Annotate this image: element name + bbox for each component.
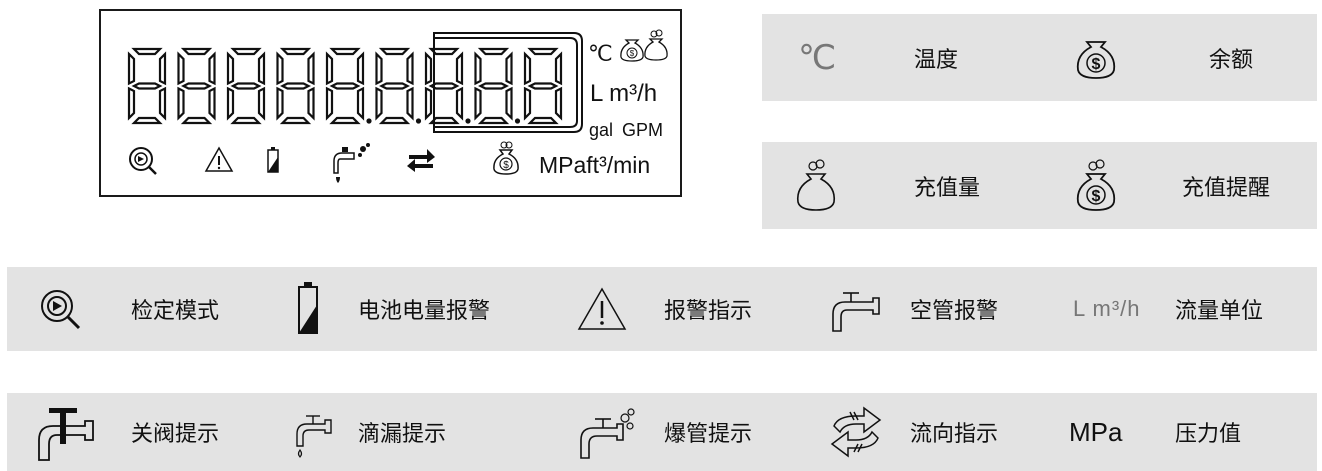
magnifier-icon [129,147,157,175]
svg-text:$: $ [630,49,635,58]
lcd-decimal-point [415,118,422,124]
money-bag-icon: $ [620,39,644,62]
money-bag-icon: $ [1074,14,1118,101]
lcd-unit-celsius: ℃ [588,41,613,66]
lcd-digit [375,47,414,125]
legend-label-flow-direction: 流向指示 [910,422,999,447]
legend-label-low-battery-alarm: 电池电量报警 [358,299,491,324]
lcd-digit [325,47,365,125]
lcd-digit [276,47,315,125]
pressure-unit-icon: MPa [1069,416,1123,447]
legend-panel-row-2: 关阀提示 滴漏提示 爆管提示 流向指示 MPa [7,393,1317,471]
faucet-icon [333,143,370,183]
legend-label-balance: 余额 [1209,47,1254,73]
legend-panel-row-1: 检定模式 电池电量报警 报警指示 空管报警 L m³/h 流量单位 [7,267,1317,351]
flow-direction-icon [827,393,885,471]
magnifier-icon [37,267,83,351]
lcd-digit [127,47,167,125]
battery-icon [296,267,320,351]
burst-faucet-icon [577,393,637,471]
lcd-decimal-point [366,118,372,124]
legend-label-empty-pipe-alarm: 空管报警 [910,299,999,324]
lcd-decimal-point [465,118,471,124]
lcd-digit [177,47,216,125]
lcd-segments: $ MPaft³/min ℃ $ L m³/h gal GPM [127,29,668,183]
legend-panel-top-2: 充值量 $ 充值提醒 [762,142,1317,229]
lcd-unit-gal: gal [589,120,613,140]
money-bag-coins-icon: $ [1074,142,1118,229]
legend-label-verification-mode: 检定模式 [131,299,220,324]
empty-bag-icon [794,142,838,229]
legend-label-temperature: 温度 [914,47,959,73]
legend-label-pressure-value: 压力值 [1175,422,1242,447]
flow-direction-icon [407,149,435,172]
legend-label-pipe-burst: 爆管提示 [664,422,753,447]
legend-label-valve-closed: 关阀提示 [131,422,220,447]
money-bag-icon: $ [493,141,519,175]
flow-unit-icon: L m³/h [1073,296,1141,321]
battery-icon [267,147,279,173]
lcd-digit [226,47,266,125]
lcd-digit [424,47,464,125]
lcd-unit-bottom: MPaft³/min [539,152,650,178]
legend-label-flow-unit: 流量单位 [1175,299,1264,324]
lcd-decimal-point [514,118,521,124]
svg-text:$: $ [1092,56,1101,73]
lcd-display: $ MPaft³/min ℃ $ L m³/h gal GPM [99,9,682,197]
legend-panel-top-1: ℃ 温度 $ 余额 [762,14,1317,101]
legend-label-dripping: 滴漏提示 [358,422,447,447]
lcd-unit-gpm: GPM [622,120,663,140]
empty-bag-icon [644,29,668,61]
svg-text:$: $ [1092,188,1101,205]
warning-icon [204,146,234,172]
lcd-digit [474,47,513,125]
lcd-digit [523,47,563,125]
legend-label-recharge-reminder: 充值提醒 [1182,175,1271,201]
lcd-unit-lm: L m³/h [590,80,657,107]
faucet-icon [827,267,883,351]
warning-icon [576,267,628,351]
valve-faucet-icon [33,393,97,471]
svg-text:$: $ [503,160,509,171]
drip-faucet-icon [291,393,335,471]
legend-label-alarm-indicator: 报警指示 [664,299,753,324]
celsius-icon: ℃ [798,37,837,78]
legend-label-recharge-amount: 充值量 [914,175,981,201]
